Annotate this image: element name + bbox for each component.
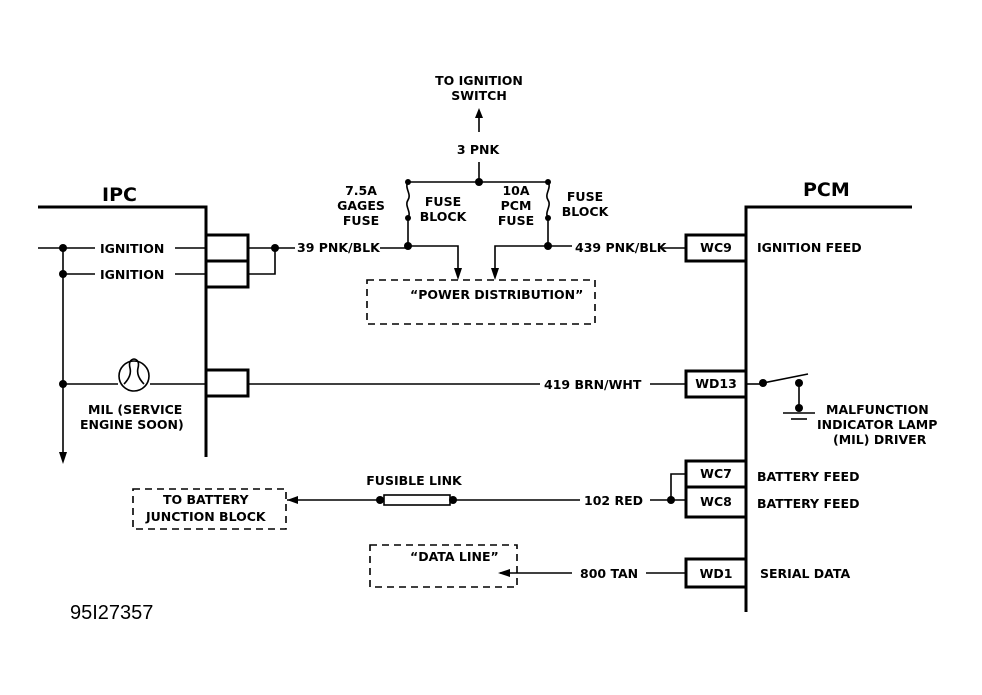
- battery-feed-circuit: FUSIBLE LINK 102 RED: [287, 473, 686, 508]
- ipc-title: IPC: [102, 184, 137, 206]
- data-line-label: “DATA LINE”: [410, 549, 499, 564]
- fuse-icon: [546, 181, 550, 219]
- switch-arm-icon: [762, 373, 809, 384]
- pin-function-wd1: SERIAL DATA: [760, 566, 850, 581]
- pin-label-wc9: WC9: [700, 240, 732, 255]
- wire-label-439: 439 PNK/BLK: [575, 240, 668, 255]
- ignition-switch-feed: TO IGNITION SWITCH 3 PNK: [405, 73, 551, 186]
- pin-function-wc7: BATTERY FEED: [757, 469, 859, 484]
- splice-dot: [475, 178, 483, 186]
- battery-junction-label-2: JUNCTION BLOCK: [145, 509, 267, 524]
- gages-fuse: 7.5A GAGES FUSE FUSE BLOCK: [337, 181, 468, 280]
- ignition-switch-label-2: SWITCH: [451, 88, 507, 103]
- fusible-link-label: FUSIBLE LINK: [366, 473, 463, 488]
- wire-label-39: 39 PNK/BLK: [297, 240, 381, 255]
- mil-driver-label-3: (MIL) DRIVER: [833, 432, 927, 447]
- pcm-fuse: 10A PCM FUSE FUSE BLOCK 439 PNK/BLK: [491, 181, 686, 280]
- pcm-pin-wc9: [684, 233, 748, 263]
- pcm-fuse-type: FUSE: [498, 213, 534, 228]
- serial-data-circuit: “DATA LINE” 800 TAN: [369, 544, 686, 588]
- power-distribution-label: “POWER DISTRIBUTION”: [410, 287, 583, 302]
- pcm-fuse-name: PCM: [501, 198, 532, 213]
- splice-dot: [59, 270, 67, 278]
- pin-label-wc7: WC7: [700, 466, 732, 481]
- battery-junction-label-1: TO BATTERY: [163, 492, 250, 507]
- splice-dot: [271, 244, 279, 252]
- lamp-bulb-icon: [118, 358, 150, 392]
- wire: [494, 245, 548, 272]
- mil-driver: MALFUNCTION INDICATOR LAMP (MIL) DRIVER: [746, 373, 937, 447]
- mil-driver-label-1: MALFUNCTION: [826, 402, 929, 417]
- ipc-ignition-label-1: IGNITION: [100, 241, 164, 256]
- ipc-internal-wiring: IGNITION IGNITION MIL (SERVICE ENGINE SO…: [38, 241, 206, 464]
- ipc-ignition-label-2: IGNITION: [100, 267, 164, 282]
- ground-icon: [783, 412, 815, 420]
- power-distribution-reference: “POWER DISTRIBUTION”: [366, 279, 596, 325]
- ipc-connector-ignition-1: [204, 233, 250, 263]
- pin-label-wd1: WD1: [700, 566, 733, 581]
- dashed-box: [369, 544, 518, 588]
- pcm-fuse-rating: 10A: [502, 183, 529, 198]
- pin-function-wc8: BATTERY FEED: [757, 496, 859, 511]
- splice-dot: [667, 496, 675, 504]
- mil-label-line2: ENGINE SOON): [80, 417, 184, 432]
- pin-label-wc8: WC8: [700, 494, 732, 509]
- ipc-connector-ignition-2: [204, 259, 250, 289]
- mil-label-line1: MIL (SERVICE: [88, 402, 182, 417]
- pcm-title: PCM: [803, 179, 850, 201]
- dashed-box: [132, 488, 287, 530]
- fuse-icon: [406, 181, 410, 219]
- fusible-link-terminal: [376, 496, 384, 504]
- figure-id: 95I27357: [70, 602, 153, 624]
- pcm-pin-wc8: [684, 485, 748, 519]
- arrow-down-icon: [59, 452, 67, 464]
- arrow-down-icon: [491, 268, 499, 280]
- splice-dot: [59, 244, 67, 252]
- pin-label-wd13: WD13: [695, 376, 737, 391]
- arrow-down-icon: [454, 268, 462, 280]
- ipc-connector-mil: [204, 368, 250, 398]
- wire: [248, 248, 276, 275]
- wire-label-3: 3 PNK: [457, 142, 501, 157]
- gages-fuse-name: GAGES: [337, 198, 385, 213]
- arrow-left-icon: [498, 569, 510, 577]
- wire: [670, 473, 686, 500]
- arrow-left-icon: [287, 496, 298, 504]
- wire-label-419: 419 BRN/WHT: [544, 377, 642, 392]
- wire-label-800: 800 TAN: [580, 566, 638, 581]
- gages-fuse-block-2: BLOCK: [420, 209, 468, 224]
- pin-function-wc9: IGNITION FEED: [757, 240, 862, 255]
- wire-label-102: 102 RED: [584, 493, 643, 508]
- pcm-fuse-block-2: BLOCK: [562, 204, 610, 219]
- fusible-link-icon: [383, 494, 451, 506]
- gages-fuse-rating: 7.5A: [345, 183, 377, 198]
- gages-fuse-type: FUSE: [343, 213, 379, 228]
- splice-dot: [795, 404, 803, 412]
- battery-junction-reference: TO BATTERY JUNCTION BLOCK: [132, 488, 287, 530]
- ignition-switch-label-1: TO IGNITION: [435, 73, 523, 88]
- dashed-box: [366, 279, 596, 325]
- gages-fuse-block-1: FUSE: [425, 194, 461, 209]
- wire: [408, 245, 459, 272]
- mil-driver-label-2: INDICATOR LAMP: [817, 417, 937, 432]
- arrow-up-icon: [475, 108, 483, 118]
- pcm-fuse-block-1: FUSE: [567, 189, 603, 204]
